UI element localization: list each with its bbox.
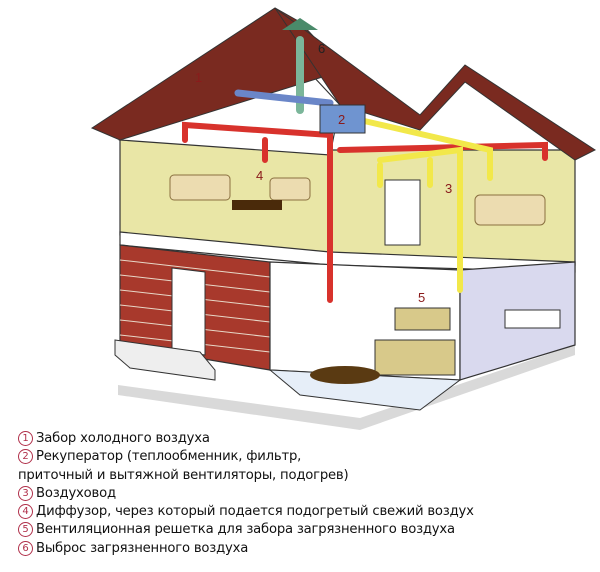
ducts [182, 36, 548, 303]
kitchen-cabinets [394, 307, 451, 331]
legend-text: приточный и вытяжной вентиляторы, подогр… [18, 467, 349, 483]
coffee-table [232, 200, 282, 210]
bed [474, 194, 546, 226]
marker-1: 1 [195, 70, 202, 85]
extract-duct [357, 117, 493, 293]
legend-text: Забор холодного воздуха [36, 431, 210, 446]
kitchen-counter [374, 339, 456, 376]
bathtub [504, 309, 561, 329]
porch-steps [114, 339, 216, 381]
marker-4: 4 [256, 168, 263, 183]
exhaust-cap [282, 18, 318, 30]
legend-number: 3 [18, 485, 33, 501]
bedroom-door [384, 179, 421, 246]
legend-number: 1 [18, 431, 33, 446]
marker-3: 3 [445, 181, 452, 196]
recuperator [319, 104, 366, 134]
table [310, 366, 380, 384]
supply-duct [182, 121, 548, 303]
sofa [169, 174, 231, 201]
marker-6: 6 [318, 41, 325, 56]
foundation [118, 345, 575, 430]
legend-text: Вентиляционная решетка для забора загряз… [36, 522, 455, 538]
legend-item-continuation: приточный и вытяжной вентиляторы, подогр… [18, 467, 474, 485]
window [160, 160, 225, 175]
legend-number: 5 [18, 522, 33, 538]
legend-number: 6 [18, 540, 33, 556]
legend-text: Рекуператор (теплообменник, фильтр, [36, 449, 302, 465]
roof-right [274, 7, 597, 161]
marker-5: 5 [418, 290, 425, 305]
legend-text: Диффузор, через который подается подогре… [36, 504, 474, 520]
armchair [269, 177, 311, 201]
intake-duct [234, 89, 334, 107]
legend-text: Выброс загрязненного воздуха [36, 540, 249, 556]
legend-text: Воздуховод [36, 485, 116, 501]
legend-number: 2 [18, 449, 33, 465]
legend-number: 4 [18, 504, 33, 520]
front-door [171, 267, 206, 356]
house-ventilation-diagram: 1 2 3 4 5 6 [90, 7, 597, 430]
marker-2: 2 [338, 112, 345, 127]
